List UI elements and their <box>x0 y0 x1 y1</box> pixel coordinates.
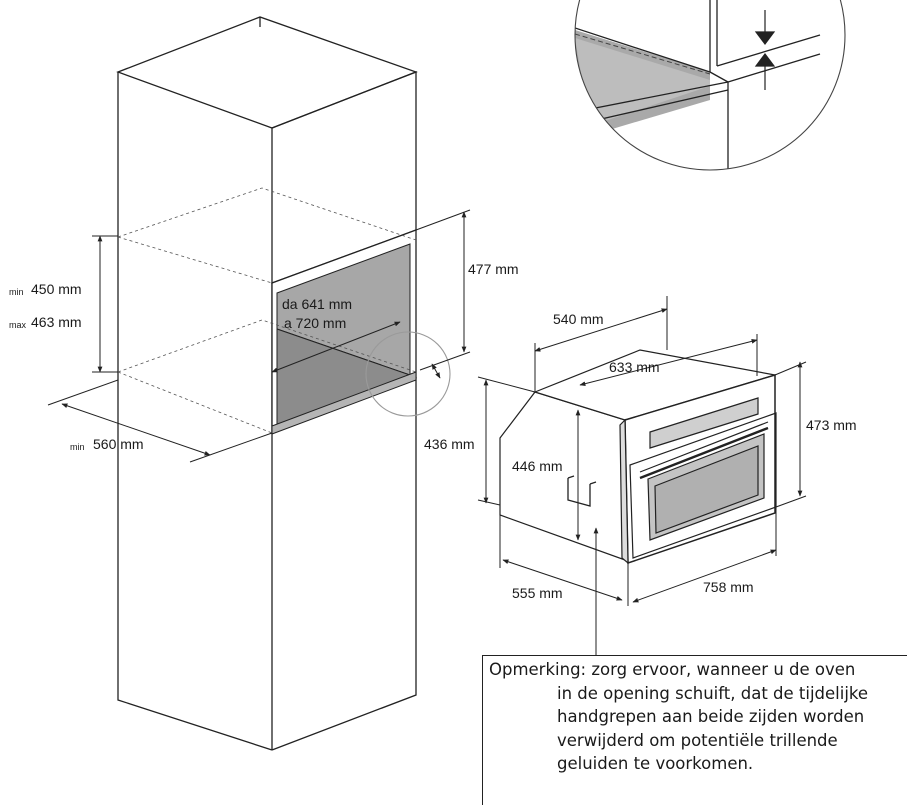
niche-height-max-prefix: max <box>9 320 27 330</box>
detail-magnifier <box>574 0 846 171</box>
oven-unit <box>499 349 777 565</box>
opening-depth-from-label: da 641 mm <box>282 296 352 312</box>
oven-body-height-label: 446 mm <box>512 458 563 474</box>
opening-depth-to-label: a 720 mm <box>284 315 346 331</box>
cabinet-dimension-lines <box>47 209 471 463</box>
gap-height-label: 436 mm <box>424 436 475 452</box>
oven-side-depth-label: 555 mm <box>512 585 563 601</box>
note-line-1: Opmerking: zorg ervoor, wanneer u de ove… <box>489 660 856 679</box>
oven-depth-top-label: 540 mm <box>553 311 604 327</box>
upper-height-label: 477 mm <box>468 261 519 277</box>
oven-front-width-label: 758 mm <box>703 579 754 595</box>
installation-note: Opmerking: zorg ervoor, wanneer u de ove… <box>482 655 907 805</box>
note-line-5: geluiden te voorkomen. <box>557 754 754 773</box>
oven-front-height-label: 473 mm <box>806 417 857 433</box>
detail-marker-circle <box>365 331 451 417</box>
niche-base-strip <box>271 371 417 435</box>
oven-depth-inner-label: 633 mm <box>609 359 660 375</box>
niche-height-min-prefix: min <box>9 287 24 297</box>
niche-height-max-label: 463 mm <box>31 314 82 330</box>
niche-width-min-label: 560 mm <box>93 436 144 452</box>
hidden-lines <box>117 187 417 434</box>
niche-width-min-prefix: min <box>70 442 85 452</box>
note-line-3: handgrepen aan beide zijden worden <box>557 707 865 726</box>
niche-height-min-label: 450 mm <box>31 281 82 297</box>
oven-dimension-lines <box>477 296 807 655</box>
note-line-2: in de opening schuift, dat de tijdelijke <box>557 683 869 703</box>
note-line-4: verwijderd om potentiële trillende <box>557 730 838 750</box>
